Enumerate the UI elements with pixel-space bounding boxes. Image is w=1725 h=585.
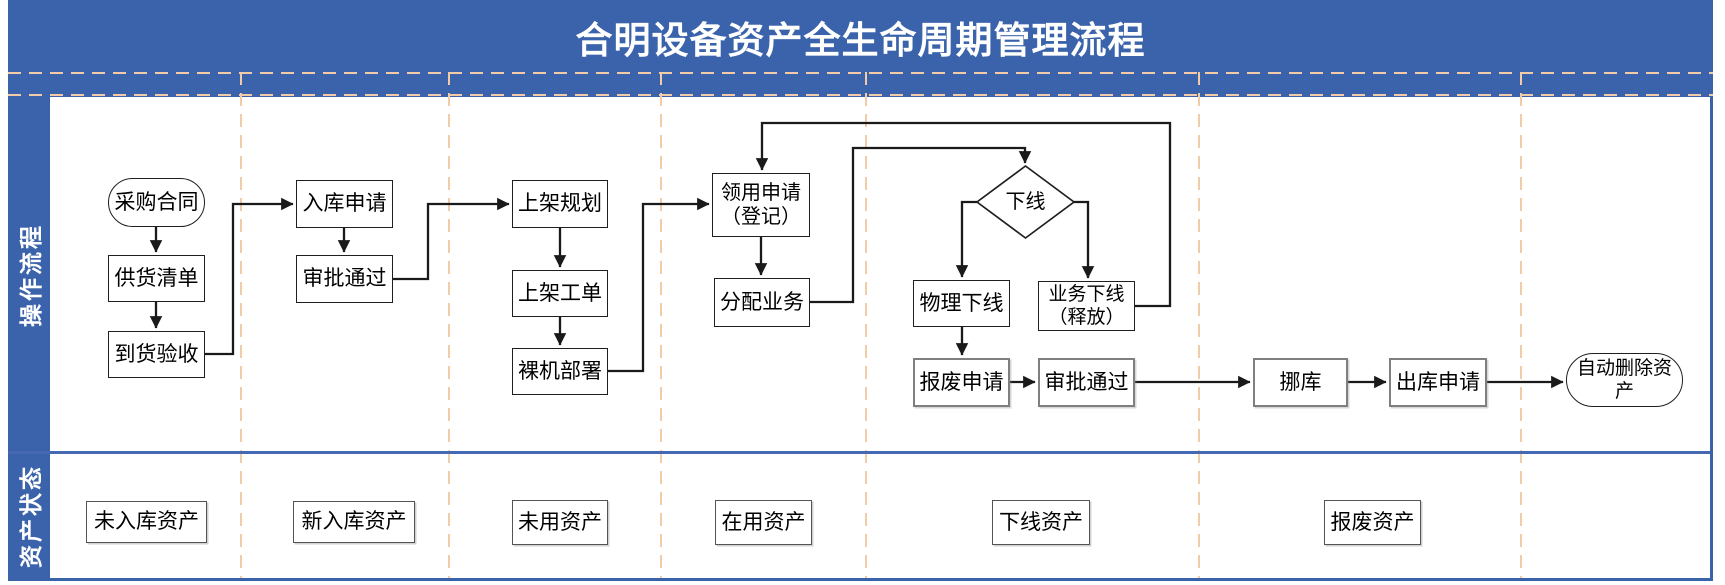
column-divider-line [448, 72, 450, 579]
edge-arrival-acceptance--warehouse-in-apply [205, 197, 294, 356]
decision-diamond-shape [975, 164, 1076, 240]
lane-label-operation-process: 操作流程 [8, 97, 50, 452]
figure-bottom-border [8, 578, 1713, 581]
column-divider-line [865, 72, 867, 579]
edge-offline-decision--business-offline [1074, 200, 1095, 279]
column-divider-line [1198, 72, 1200, 579]
edge-assign-business--offline-decision [810, 146, 1032, 304]
column-divider-line [660, 72, 662, 579]
edge-business-offline--requisition-apply [755, 121, 1172, 308]
column-divider-line [1520, 72, 1522, 579]
edge-bare-metal-deploy--requisition-apply [608, 197, 710, 373]
edge-offline-decision--physical-offline [955, 200, 977, 278]
header-bottom-dashed-line [8, 94, 1713, 96]
page-title: 合明设备资产全生命周期管理流程 [575, 19, 1146, 61]
lane-divider-line [8, 451, 1713, 454]
column-divider-line [240, 72, 242, 579]
lane-label-asset-status: 资产状态 [8, 453, 50, 578]
header-dashed-line [8, 72, 1713, 74]
title-bar: 合明设备资产全生命周期管理流程 [8, 0, 1713, 97]
edge-approval-pass-1--rack-planning [393, 197, 510, 281]
figure-right-border [1710, 97, 1713, 581]
